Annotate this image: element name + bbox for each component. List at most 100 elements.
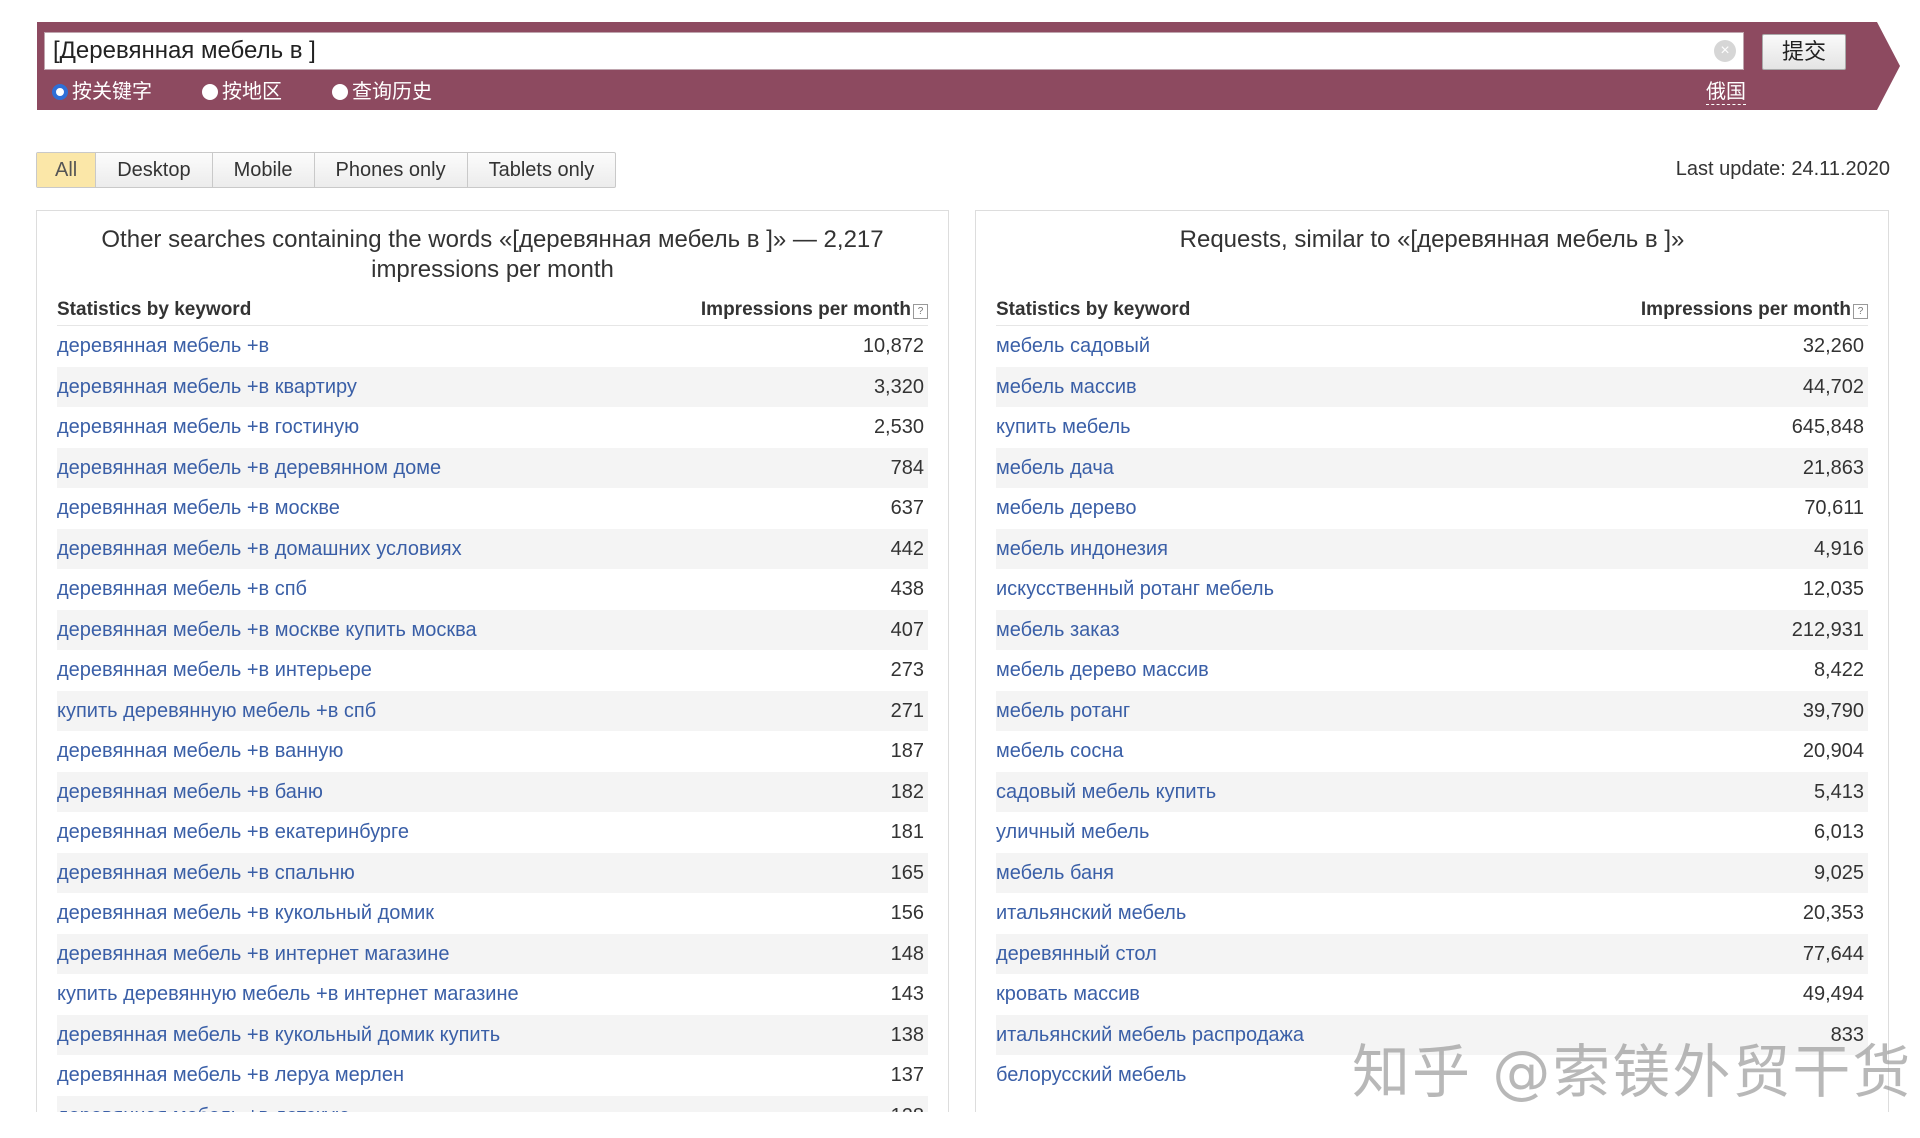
keyword-link[interactable]: деревянная мебель +в кукольный домик куп… [57, 1023, 501, 1046]
impressions-count: 20,353 [1802, 902, 1864, 924]
table-row: садовый мебель купить 5,413 [996, 771, 1868, 812]
radio-unselected-icon [332, 84, 348, 100]
keyword-link[interactable]: мебель сосна [996, 740, 1124, 762]
impressions-count: 212,931 [1791, 618, 1864, 641]
keyword-link[interactable]: мебель массив [996, 375, 1137, 398]
keyword-link[interactable]: искусственный ротанг мебель [996, 578, 1274, 600]
table-row: мебель массив 44,702 [996, 366, 1868, 407]
keyword-link[interactable]: деревянная мебель +в екатеринбурге [57, 821, 410, 843]
impressions-count: 645,848 [1791, 416, 1864, 438]
panel-title-line1: Other searches containing the words «[де… [101, 226, 884, 253]
keyword-link[interactable]: деревянная мебель +в баню [57, 780, 323, 803]
keyword-link[interactable]: деревянная мебель +в спб [57, 578, 307, 600]
keyword-link[interactable]: кровать массив [996, 983, 1140, 1005]
keyword-link[interactable]: купить мебель [996, 416, 1131, 438]
table-row: деревянная мебель +в кукольный домик куп… [57, 1014, 928, 1055]
clear-icon[interactable]: × [1714, 40, 1736, 62]
panel-title: Requests, similar to «[деревянная мебель… [996, 225, 1868, 287]
table-row: мебель дерево массив 8,422 [996, 650, 1868, 691]
keyword-link[interactable]: белорусский мебель [996, 1064, 1187, 1086]
impressions-count: 143 [890, 983, 924, 1005]
panel-title-text: Requests, similar to «[деревянная мебель… [1179, 226, 1685, 253]
tab-tablets-only[interactable]: Tablets only [488, 159, 595, 181]
help-icon[interactable]: ? [1853, 304, 1868, 319]
tab-mobile[interactable]: Mobile [213, 153, 315, 187]
page-bottom-edge [0, 1112, 1920, 1138]
keyword-link[interactable]: деревянная мебель +в москве [57, 497, 340, 519]
impressions-count: 77,644 [1802, 942, 1864, 965]
keyword-link[interactable]: деревянная мебель +в интерьере [57, 659, 372, 681]
keyword-link[interactable]: итальянский мебель [996, 902, 1187, 924]
impressions-count: 182 [890, 780, 924, 803]
keyword-link[interactable]: деревянная мебель +в леруа мерлен [57, 1064, 405, 1086]
tab-phones-only[interactable]: Phones only [315, 153, 468, 187]
keyword-link[interactable]: деревянная мебель +в [57, 335, 270, 357]
radio-selected-icon [52, 84, 68, 100]
impressions-count: 2,530 [873, 416, 924, 438]
impressions-count: 156 [890, 902, 924, 924]
mode-keyword-label: 按关键字 [72, 81, 152, 103]
mode-keyword-radio[interactable]: 按关键字 [52, 80, 152, 104]
keyword-link[interactable]: мебель дерево [996, 497, 1137, 519]
impressions-count: 44,702 [1802, 375, 1864, 398]
keyword-link[interactable]: мебель заказ [996, 618, 1120, 641]
keyword-link[interactable]: мебель дерево массив [996, 659, 1209, 681]
table-row: деревянная мебель +в квартиру 3,320 [57, 366, 928, 407]
table-row: деревянная мебель +в 10,872 [57, 326, 928, 367]
panel-title-line2: impressions per month [371, 256, 614, 283]
table-row: мебель заказ 212,931 [996, 609, 1868, 650]
submit-button[interactable]: 提交 [1762, 34, 1846, 70]
keyword-link[interactable]: мебель дача [996, 456, 1114, 479]
impressions-count: 273 [890, 659, 924, 681]
mode-region-radio[interactable]: 按地区 [202, 80, 282, 104]
column-impressions-header: Impressions per month? [701, 295, 928, 325]
keyword-link[interactable]: мебель баня [996, 861, 1114, 884]
keyword-link[interactable]: мебель индонезия [996, 537, 1168, 560]
impressions-count: 3,320 [873, 375, 924, 398]
impressions-count: 10,872 [862, 335, 924, 357]
keyword-link[interactable]: мебель садовый [996, 335, 1151, 357]
mode-history-label: 查询历史 [352, 81, 432, 103]
keyword-link[interactable]: уличный мебель [996, 821, 1150, 843]
keyword-link[interactable]: деревянная мебель +в деревянном доме [57, 456, 442, 479]
impressions-count: 49,494 [1802, 983, 1864, 1005]
tab-all[interactable]: All [37, 153, 97, 187]
keyword-link[interactable]: итальянский мебель распродажа [996, 1023, 1305, 1046]
impressions-count: 637 [890, 497, 924, 519]
impressions-count: 5,413 [1813, 780, 1864, 803]
radio-unselected-icon [202, 84, 218, 100]
similar-requests-panel: Requests, similar to «[деревянная мебель… [975, 210, 1889, 1120]
table-row: итальянский мебель 20,353 [996, 893, 1868, 934]
keyword-link[interactable]: купить деревянную мебель +в интернет маг… [57, 983, 519, 1005]
keyword-link[interactable]: мебель ротанг [996, 699, 1131, 722]
keyword-link[interactable]: деревянная мебель +в квартиру [57, 375, 357, 398]
keyword-link[interactable]: деревянная мебель +в домашних условиях [57, 537, 462, 560]
mode-history-radio[interactable]: 查询历史 [332, 80, 432, 104]
keyword-link[interactable]: купить деревянную мебель +в спб [57, 699, 377, 722]
keyword-link[interactable]: садовый мебель купить [996, 780, 1217, 803]
impressions-count: 70,611 [1804, 497, 1864, 519]
search-input[interactable]: [Деревянная мебель в ] [44, 32, 1744, 70]
keyword-link[interactable]: деревянная мебель +в ванную [57, 740, 344, 762]
tab-desktop[interactable]: Desktop [96, 153, 213, 187]
keyword-link[interactable]: деревянная мебель +в гостиную [57, 416, 360, 438]
keyword-link[interactable]: деревянная мебель +в интернет магазине [57, 942, 450, 965]
keyword-link[interactable]: деревянная мебель +в москве купить москв… [57, 618, 477, 641]
keyword-link[interactable]: деревянная мебель +в спальню [57, 861, 355, 884]
keyword-link[interactable]: деревянный стол [996, 942, 1157, 965]
keyword-link[interactable]: деревянная мебель +в кукольный домик [57, 902, 435, 924]
table-row: деревянная мебель +в кукольный домик 156 [57, 893, 928, 934]
impressions-count: 8,422 [1813, 659, 1864, 681]
region-link[interactable]: 俄国 [1706, 81, 1746, 105]
help-icon[interactable]: ? [913, 304, 928, 319]
table-row: деревянная мебель +в интерьере 273 [57, 650, 928, 691]
